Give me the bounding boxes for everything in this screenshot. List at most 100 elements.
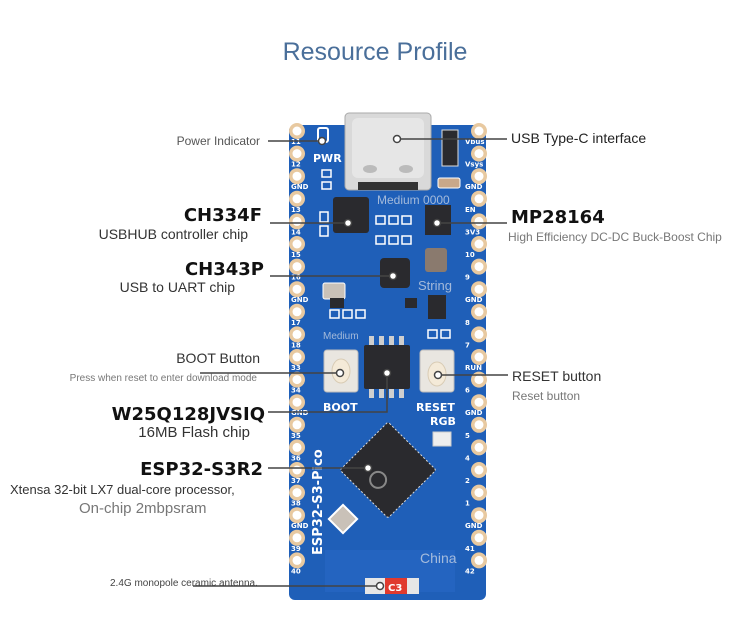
pin-hole — [292, 329, 302, 339]
pin-hole — [292, 510, 302, 520]
esp32-title: ESP32-S3R2 — [140, 459, 263, 480]
pin-hole — [474, 397, 484, 407]
watermark: China — [420, 550, 457, 566]
pin-label: 4 — [465, 454, 470, 462]
pin-hole — [474, 239, 484, 249]
pin-hole — [474, 307, 484, 317]
pin-label: 37 — [291, 477, 301, 485]
pin-hole — [292, 555, 302, 565]
pin-hole — [292, 533, 302, 543]
pin-label: 33 — [291, 364, 301, 372]
flash-chip — [364, 336, 410, 398]
pin-hole — [474, 442, 484, 452]
pin-label: Vsys — [465, 161, 483, 169]
pin-hole — [292, 375, 302, 385]
usb-c-label: USB Type-C interface — [511, 130, 647, 146]
pin-hole — [292, 171, 302, 181]
pin-hole — [292, 216, 302, 226]
pin-label: 40 — [291, 567, 301, 575]
rgb-led — [432, 431, 452, 447]
pin-label: 35 — [291, 432, 301, 440]
pin-label: 12 — [291, 161, 301, 169]
pwr-silk: PWR — [313, 152, 342, 165]
pin-hole — [292, 126, 302, 136]
pin-hole — [474, 555, 484, 565]
pin-hole — [474, 510, 484, 520]
pin-hole — [292, 194, 302, 204]
pin-label: 11 — [291, 138, 301, 146]
usb-c-connector — [344, 112, 432, 191]
pin-label: 8 — [465, 319, 470, 327]
ch334f-title: CH334F — [183, 205, 262, 226]
reset-button-desc: Reset button — [512, 389, 581, 403]
pin-hole — [292, 262, 302, 272]
w25q-desc: 16MB Flash chip — [138, 424, 250, 441]
pin-label: 18 — [291, 341, 301, 349]
esp32-chip — [340, 422, 436, 518]
crystal — [322, 282, 346, 300]
mp28164-desc: High Efficiency DC-DC Buck-Boost Chip — [508, 230, 722, 244]
watermark: Medium 0000 — [377, 193, 450, 207]
pin-label: Vbus — [465, 138, 485, 146]
pin-hole — [474, 194, 484, 204]
pin-label: 14 — [291, 228, 301, 236]
watermark: Medium — [323, 331, 359, 342]
pin-label: GND — [465, 183, 483, 191]
pin-label: 3V3 — [465, 228, 480, 236]
pin-label: 10 — [465, 251, 475, 259]
left-pin-column: 1112GND13141516GND17183334GND35363738GND… — [289, 123, 309, 575]
pin-label: 15 — [291, 251, 301, 259]
pin-hole — [474, 171, 484, 181]
pin-hole — [474, 352, 484, 362]
pin-label: 38 — [291, 500, 301, 508]
pin-label: GND — [291, 522, 309, 530]
watermark: String — [418, 278, 452, 293]
pin-label: 34 — [291, 387, 301, 395]
pin-hole — [474, 488, 484, 498]
pin-label: GND — [465, 296, 483, 304]
pin-hole — [292, 420, 302, 430]
pin-label: 13 — [291, 206, 301, 214]
pin-hole — [292, 149, 302, 159]
pin-hole — [474, 420, 484, 430]
pin-hole — [292, 488, 302, 498]
pin-hole — [474, 216, 484, 226]
inductor — [425, 248, 447, 272]
diode — [441, 129, 459, 167]
pin-label: 41 — [465, 545, 475, 553]
pin-hole — [292, 465, 302, 475]
rgb-silk: RGB — [430, 415, 456, 428]
pin-hole — [292, 442, 302, 452]
pin-label: 39 — [291, 545, 301, 553]
reset-button-title: RESET button — [512, 368, 602, 384]
pin-label: GND — [465, 409, 483, 417]
pin-hole — [474, 375, 484, 385]
boot-button-desc: Press when reset to enter download mode — [69, 373, 257, 384]
pin-label: RUN — [465, 364, 482, 372]
mp28164-title: MP28164 — [511, 207, 605, 228]
pin-hole — [474, 262, 484, 272]
pin-hole — [474, 533, 484, 543]
pin-label: 17 — [291, 319, 301, 327]
board-name-silk: ESP32-S3-Pico — [311, 449, 326, 555]
pin-hole — [292, 239, 302, 249]
pin-label: 9 — [465, 274, 470, 282]
w25q-title: W25Q128JVSIQ — [111, 404, 265, 425]
page-title: Resource Profile — [282, 38, 468, 66]
pin-label: GND — [291, 296, 309, 304]
pin-hole — [474, 465, 484, 475]
reset-silk: RESET — [416, 401, 455, 414]
pin-label: 36 — [291, 454, 301, 462]
pin-label: EN — [465, 206, 476, 214]
pin-label: 7 — [465, 341, 470, 349]
pin-label: GND — [465, 522, 483, 530]
pin-hole — [474, 329, 484, 339]
pin-label: 2 — [465, 477, 470, 485]
cap-silk: C3 — [388, 583, 402, 594]
pin-label: 16 — [291, 274, 301, 282]
boot-silk: BOOT — [323, 401, 358, 414]
power-indicator-label: Power Indicator — [176, 134, 260, 148]
pin-label: 6 — [465, 387, 470, 395]
pin-hole — [474, 149, 484, 159]
